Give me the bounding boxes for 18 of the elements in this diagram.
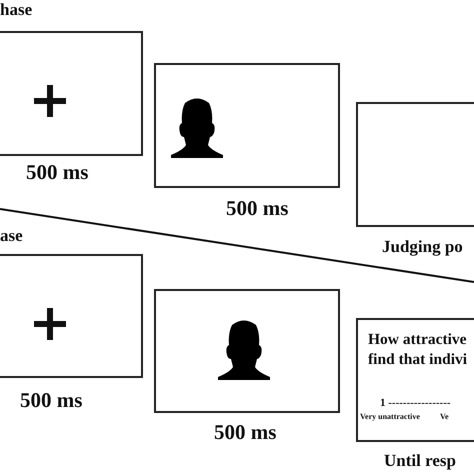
duration-label: Judging po [382, 238, 463, 255]
screen-frame [356, 102, 474, 227]
rating-scale-text: 1 ----------------- [380, 398, 451, 409]
duration-label: Until resp [384, 452, 456, 469]
phase-heading: ase [0, 227, 23, 244]
duration-label: 500 ms [226, 198, 288, 219]
screen-frame [0, 254, 143, 378]
phase-heading: hase [0, 1, 32, 18]
duration-label: 500 ms [20, 390, 82, 411]
screen-frame [154, 289, 340, 413]
scale-anchor-label: Ve [440, 413, 449, 421]
screen-frame [154, 63, 340, 188]
duration-label: 500 ms [26, 162, 88, 183]
screen-frame [0, 31, 143, 156]
question-text: How attractive find that indivi [368, 330, 468, 370]
screen-frame [356, 318, 474, 442]
duration-label: 500 ms [214, 422, 276, 443]
scale-anchor-label: Very unattractive [360, 413, 420, 421]
